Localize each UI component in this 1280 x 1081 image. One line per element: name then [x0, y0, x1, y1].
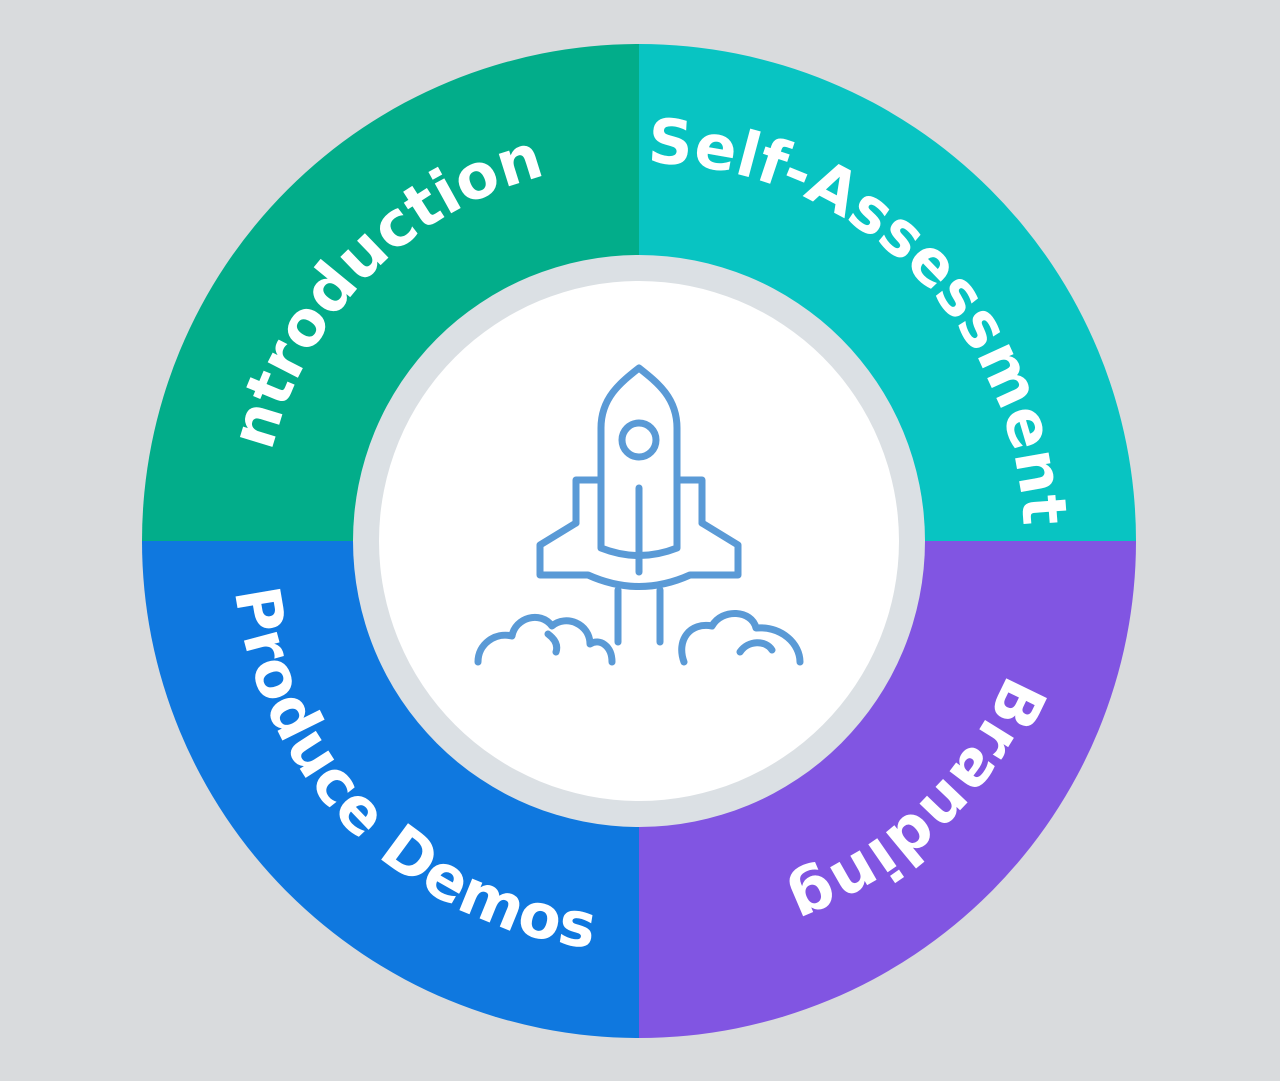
rocket-icon	[474, 364, 804, 666]
